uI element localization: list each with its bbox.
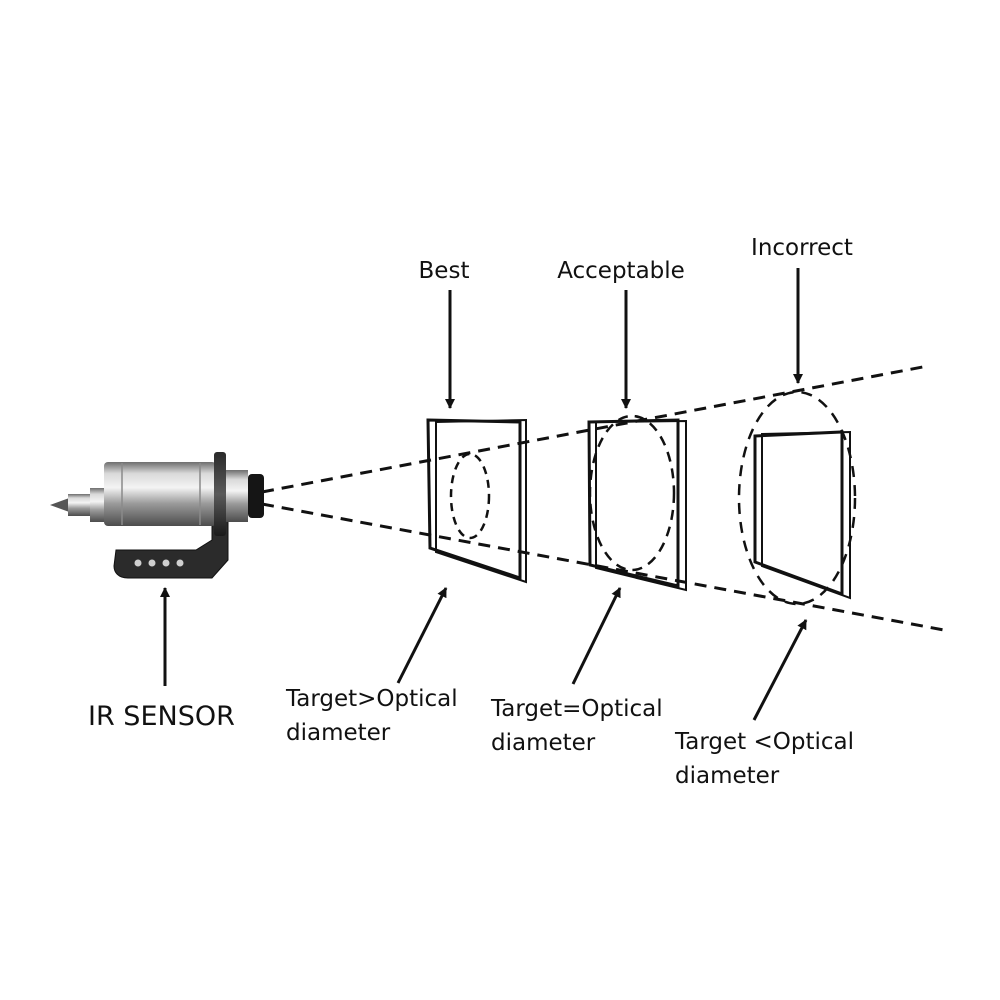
caption-acceptable-line1: Target=Optical <box>490 696 663 722</box>
target-incorrect <box>737 390 857 606</box>
caption-incorrect-line2: diameter <box>675 763 780 789</box>
label-ir-sensor: IR SENSOR <box>88 701 235 732</box>
label-incorrect: Incorrect <box>751 235 853 261</box>
label-best: Best <box>419 258 470 284</box>
caption-best-line1: Target>Optical <box>285 686 458 712</box>
arrow-from-acceptable-caption <box>571 587 622 685</box>
label-acceptable: Acceptable <box>557 258 685 284</box>
arrow-from-incorrect-caption <box>752 619 808 721</box>
target-best <box>426 418 527 584</box>
target-acceptable <box>587 414 687 592</box>
caption-acceptable-line2: diameter <box>491 730 596 756</box>
caption-best-line2: diameter <box>286 720 391 746</box>
arrow-from-best-caption <box>396 587 448 684</box>
ir-sensor-icon <box>50 452 264 579</box>
caption-incorrect-line1: Target <Optical <box>674 729 854 755</box>
cone-upper-edge <box>261 364 929 494</box>
